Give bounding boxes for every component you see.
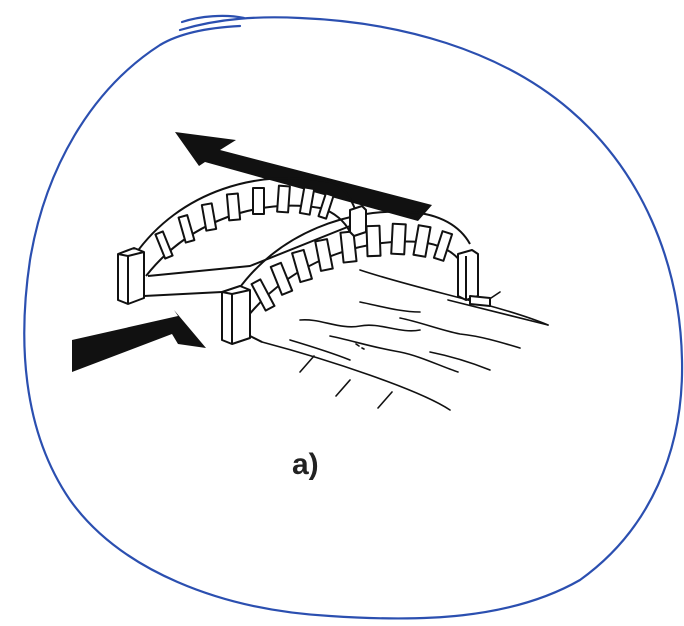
small-black-arrow-icon — [72, 310, 206, 372]
river-water-icon — [262, 270, 548, 410]
figure-caption: a) — [292, 448, 319, 482]
hand-drawn-circle-outline-icon — [24, 16, 682, 619]
